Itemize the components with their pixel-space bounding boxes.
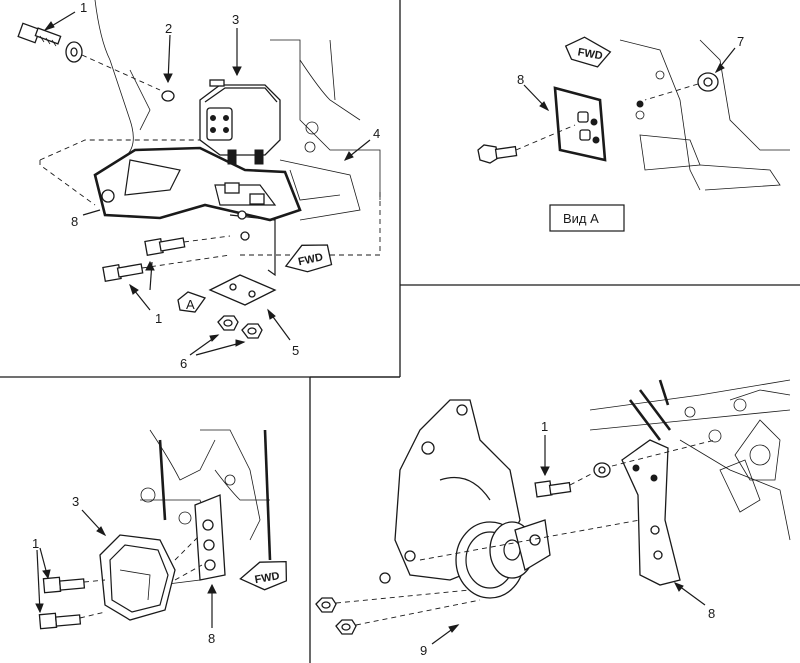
engine-mount-3: [199, 79, 281, 165]
panel-view-a: FWD Вид А 7 8: [477, 34, 790, 232]
callout-1-bottom: 1: [155, 311, 162, 326]
callout-9: 9: [420, 643, 427, 658]
view-label: Вид А: [563, 211, 599, 226]
idler-pulley-9: [455, 519, 551, 599]
callout-3-side: 3: [72, 494, 79, 509]
callout-8-tensioner: 8: [708, 606, 715, 621]
bracket-8-view-a: [553, 86, 644, 162]
panel-tensioner: 1 8 9: [315, 379, 791, 658]
callout-3: 3: [232, 12, 239, 27]
bolt-top-left: [17, 22, 161, 91]
nuts-tensioner: [315, 589, 481, 635]
fwd-arrow-side: FWD: [239, 560, 288, 591]
bolts-side: [38, 576, 106, 630]
engine-mount-3-side: [99, 534, 203, 621]
callout-5: 5: [292, 343, 299, 358]
callout-2: 2: [165, 21, 172, 36]
bolts-lower: [102, 235, 231, 283]
plate-5: [208, 274, 277, 306]
leaders-panel-1: [43, 11, 371, 356]
view-label-box: [549, 204, 625, 232]
fwd-label-side: FWD: [254, 570, 281, 586]
view-a-letter: A: [186, 297, 195, 312]
callout-8-side: 8: [208, 631, 215, 646]
view-a-marker: A: [177, 291, 207, 313]
panel-main-mount: FWD A 1: [17, 0, 381, 371]
callout-4: 4: [373, 126, 380, 141]
bolt-view-a: [477, 124, 576, 164]
panel-side-mount: FWD 3 1 8: [32, 429, 288, 646]
callout-1-top: 1: [80, 0, 87, 15]
bolt-tensioner: [534, 439, 716, 498]
callout-7: 7: [737, 34, 744, 49]
fwd-label-view-a: FWD: [577, 46, 604, 62]
callout-1-tensioner: 1: [541, 419, 548, 434]
bracket-8-side: [194, 494, 226, 581]
callout-6: 6: [180, 356, 187, 371]
washer-2: [161, 90, 175, 102]
callout-8-view-a: 8: [517, 72, 524, 87]
callout-1-side: 1: [32, 536, 39, 551]
fwd-arrow-main: FWD: [284, 244, 333, 273]
bracket-8-tensioner: [621, 439, 681, 586]
callout-8: 8: [71, 214, 78, 229]
fwd-arrow-view-a: FWD: [564, 36, 612, 68]
nuts-6: [217, 315, 263, 339]
fwd-label: FWD: [297, 251, 324, 268]
bracket-8: [93, 146, 302, 277]
nut-7: [644, 72, 719, 101]
